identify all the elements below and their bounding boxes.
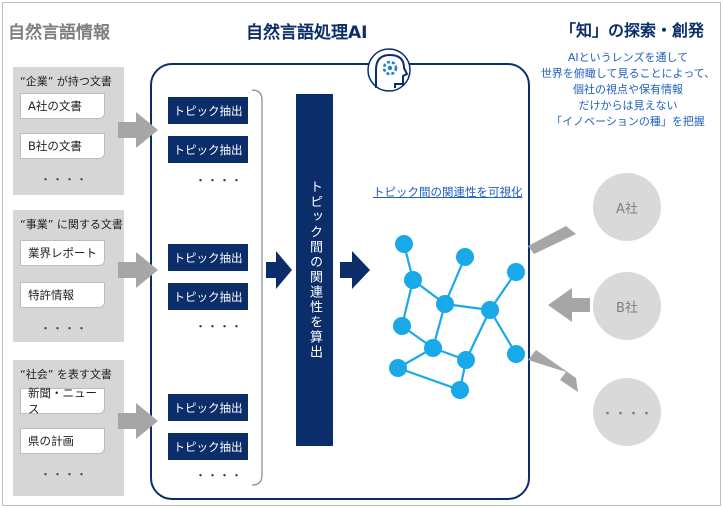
network-node: [393, 317, 411, 335]
visualize-label: トピック間の関連性を可視化: [373, 185, 523, 199]
doc-card: 業界レポート: [20, 240, 105, 266]
doc-group-business: “事業” に関する文書 業界レポート 特許情報 ・・・・: [13, 210, 124, 342]
network-node: [424, 339, 442, 357]
doc-card: 県の計画: [20, 428, 105, 454]
company-a-circle: A社: [593, 173, 661, 241]
topic-extract-box: トピック抽出: [168, 283, 248, 310]
topic-more: ・・・・: [195, 320, 243, 333]
topic-extract-box: トピック抽出: [168, 394, 248, 421]
topic-extract-box: トピック抽出: [168, 433, 248, 460]
network-node: [404, 271, 422, 289]
doc-to-topic-arrows: [118, 112, 158, 439]
description-line: だけからは見えない: [578, 99, 678, 112]
doc-group-title: “企業” が持つ文書: [20, 75, 112, 88]
arrow-right-icon: [118, 403, 158, 439]
ai-process-box: [150, 63, 530, 500]
arrow-right-icon: [118, 112, 158, 148]
description-line: 世界を俯瞰して見ることによって、: [540, 67, 716, 80]
doc-more: ・・・・: [40, 468, 88, 481]
network-node: [507, 345, 525, 363]
network-node: [451, 381, 469, 399]
description-line: AIというレンズを通して: [567, 51, 689, 64]
topic-extract-box: トピック抽出: [168, 136, 248, 163]
network-graph-icon: [389, 235, 525, 399]
topic-extract-box: トピック抽出: [168, 97, 248, 124]
topic-more: ・・・・: [195, 174, 243, 187]
doc-group-society: “社会” を表す文書 新聞・ニュース 県の計画 ・・・・: [13, 360, 124, 496]
navy-arrows: [266, 251, 370, 289]
network-node: [481, 301, 499, 319]
doc-group-title: “社会” を表す文書: [20, 368, 112, 381]
doc-group-company: “企業” が持つ文書 A社の文書 B社の文書 ・・・・: [13, 67, 124, 195]
doc-card: A社の文書: [20, 93, 105, 119]
arrow-right-icon: [118, 252, 158, 288]
network-node: [389, 359, 407, 377]
topic-brackets: [251, 89, 263, 486]
network-node: [395, 235, 413, 253]
doc-card: 特許情報: [20, 282, 105, 308]
doc-card: 新聞・ニュース: [20, 386, 105, 416]
knowledge-exploration-title: 「知」の探索・創発: [560, 21, 705, 40]
arrow-left-icon: [528, 212, 584, 254]
description-line: 「イノベーションの種」を把握: [551, 115, 705, 128]
doc-group-title: “事業” に関する文書: [20, 218, 123, 231]
nlp-ai-title: 自然言語処理AI: [246, 23, 368, 43]
ai-head-gear-icon: [367, 48, 411, 92]
arrow-left-icon: [528, 350, 578, 392]
network-node: [436, 295, 454, 313]
doc-card: B社の文書: [20, 133, 105, 159]
arrow-left-icon: [548, 288, 590, 322]
topic-extract-box: トピック抽出: [168, 244, 248, 271]
doc-more: ・・・・: [40, 322, 88, 335]
bracket: [251, 89, 263, 486]
company-more-circle: ・・・・: [593, 378, 661, 446]
description-text: AIというレンズを通して 世界を俯瞰して見ることによって、 個社の視点や保有情報…: [540, 50, 716, 130]
topic-more: ・・・・: [195, 469, 243, 482]
network-edges: [397, 243, 517, 392]
network-nodes: [389, 235, 525, 399]
network-node: [507, 263, 525, 281]
description-line: 個社の視点や保有情報: [573, 83, 683, 96]
network-node: [457, 351, 475, 369]
arrow-right-icon: [340, 251, 370, 289]
relevance-calc-bar: トピック間の関連性を算出: [296, 94, 333, 446]
company-arrows: [528, 212, 590, 392]
company-b-circle: B社: [593, 272, 661, 340]
arrow-right-icon: [266, 251, 292, 289]
doc-more: ・・・・: [40, 173, 88, 186]
network-node: [456, 248, 474, 266]
natural-language-info-title: 自然言語情報: [8, 23, 110, 43]
